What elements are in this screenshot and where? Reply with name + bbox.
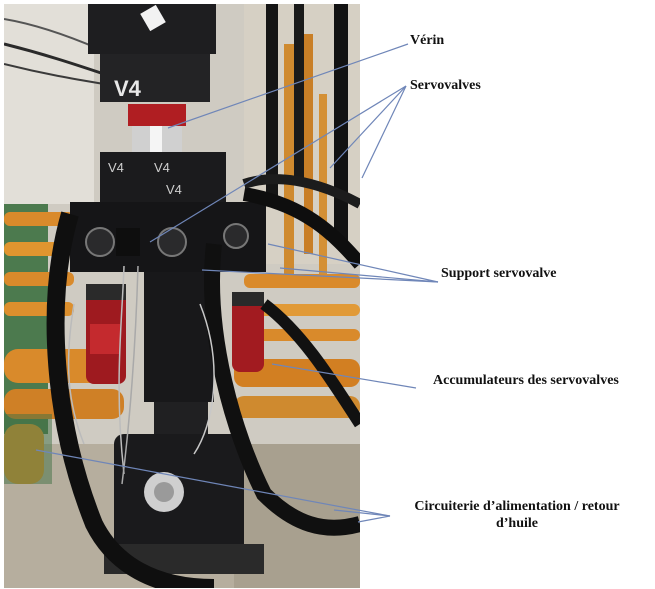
label-accumulateurs: Accumulateurs des servovalves: [433, 373, 619, 388]
actuator-marking: V4: [114, 76, 142, 101]
leader-circuiterie-3: [357, 515, 391, 523]
leader-servovalves-3: [361, 85, 407, 179]
photo-illustration: V4 V4 V4 V4: [4, 4, 360, 588]
manifold-marking-3: V4: [166, 182, 182, 197]
label-verin: Vérin: [410, 33, 445, 48]
servo-hydraulic-actuator-photo: V4 V4 V4 V4: [4, 4, 360, 588]
manifold-marking-1: V4: [108, 160, 124, 175]
manifold-marking-2: V4: [154, 160, 170, 175]
label-circuiterie: Circuiterie d’alimentation / retour d’hu…: [414, 499, 620, 531]
label-servovalves: Servovalves: [410, 78, 481, 93]
label-support-servovalve: Support servovalve: [441, 266, 557, 281]
